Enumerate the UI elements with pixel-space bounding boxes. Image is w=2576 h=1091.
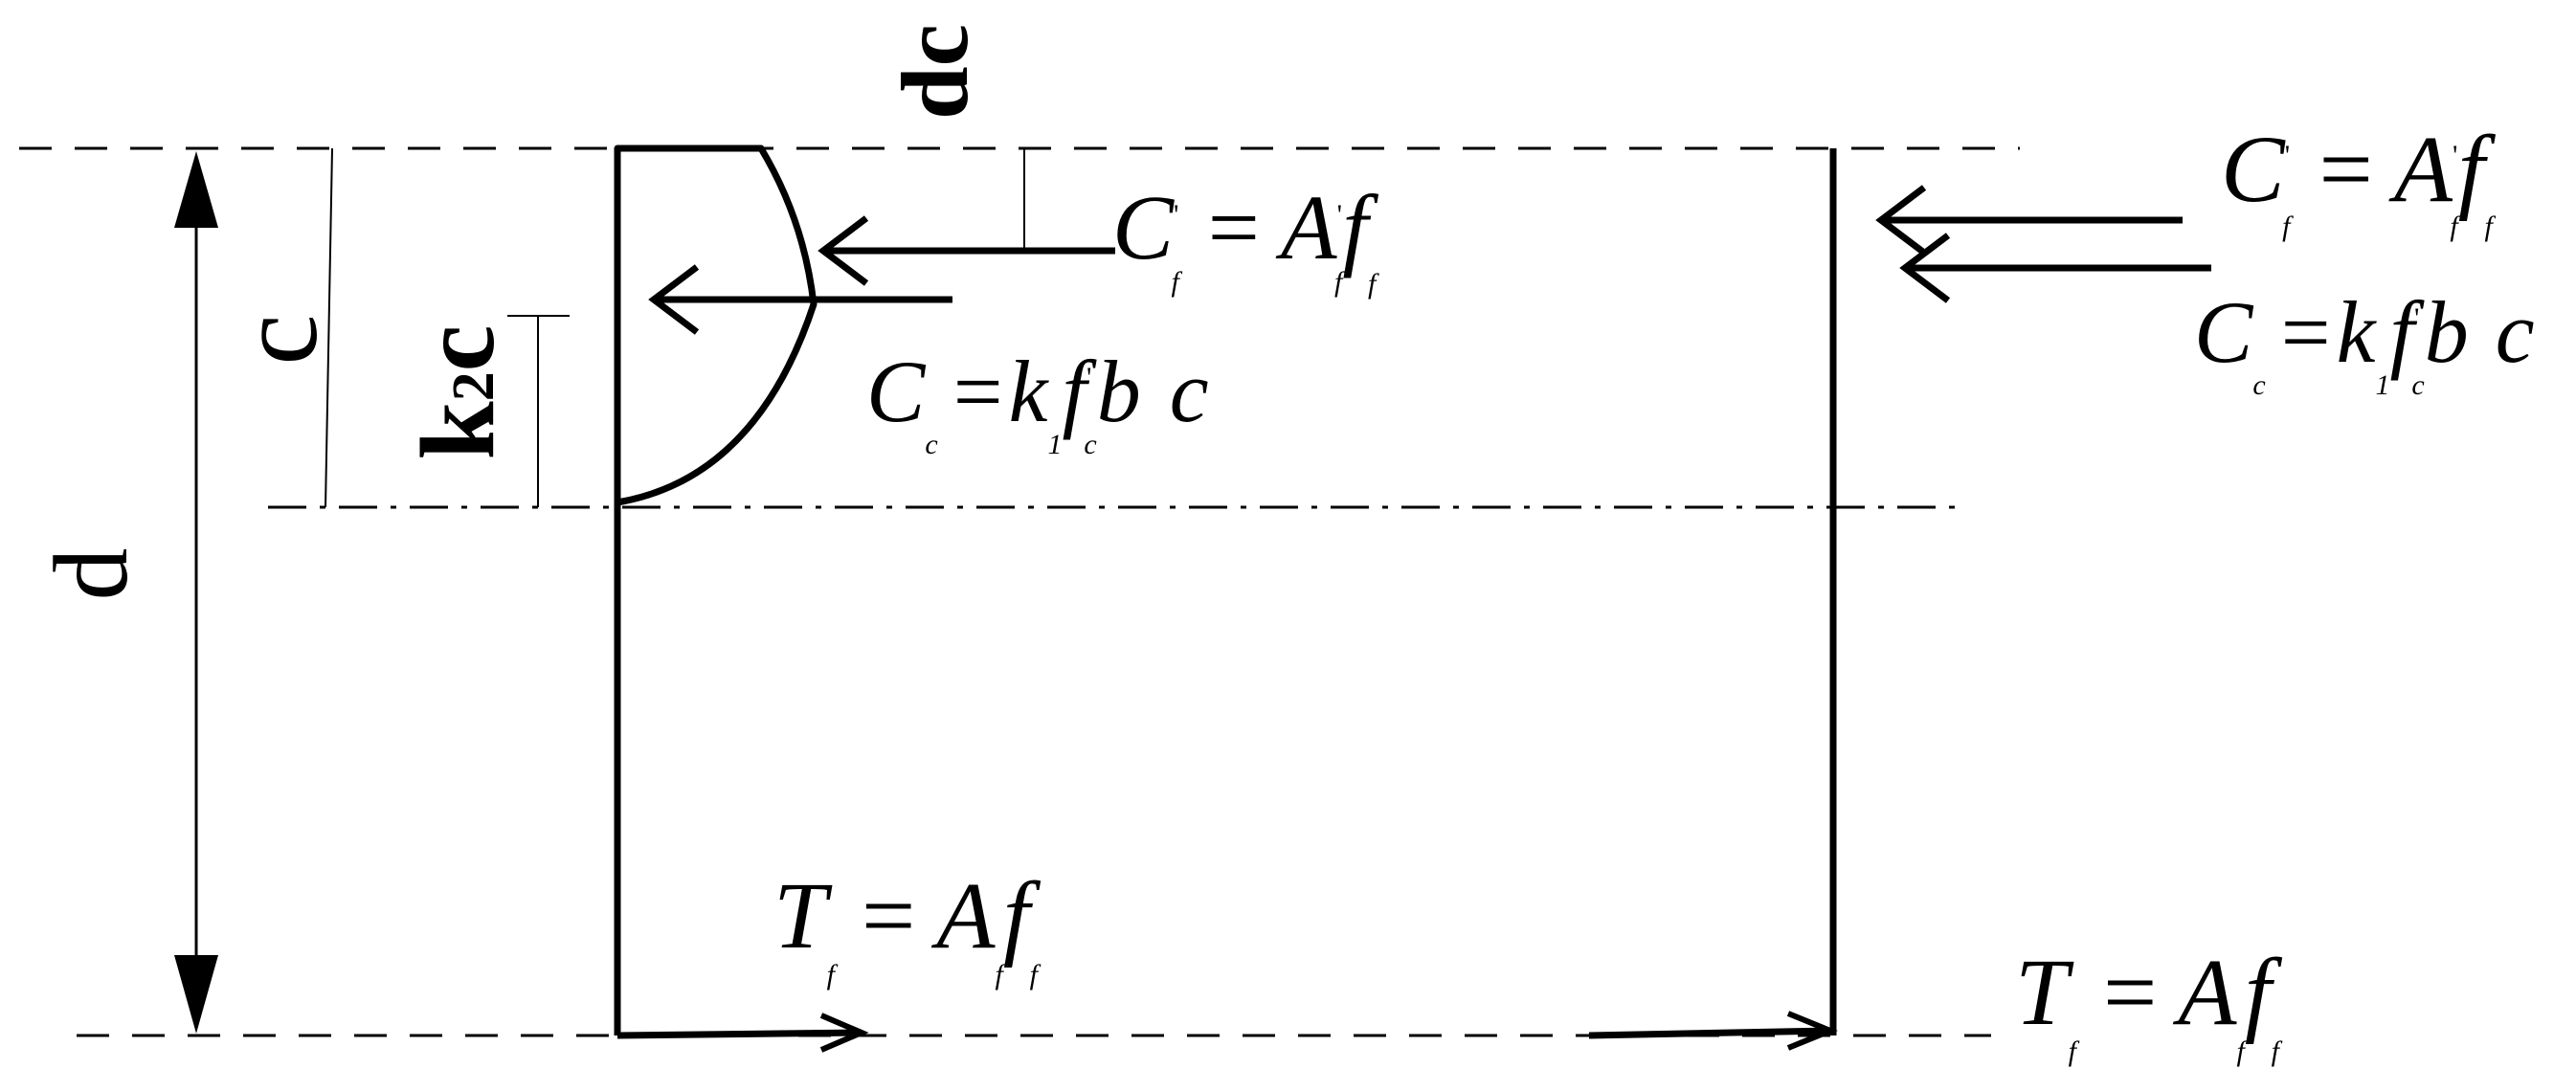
d-arrow-up-icon <box>174 151 218 228</box>
k2c-label: k2c <box>399 324 516 459</box>
tf-left-arrowhead-icon <box>819 1013 869 1053</box>
cc-left-arrowhead-icon <box>648 264 700 335</box>
cf-left-arrowhead-icon <box>818 215 869 286</box>
c-dimension-line <box>325 147 333 508</box>
dc-label: dc <box>882 24 988 120</box>
c-label: c <box>213 314 341 365</box>
cc-right-arrowhead-icon <box>1899 233 1951 303</box>
tf-right-arrowhead-icon <box>1786 1011 1838 1051</box>
cf-right-arrowhead-icon <box>1875 185 1927 256</box>
stress-block-outline <box>614 145 818 1035</box>
d-arrow-down-icon <box>174 955 218 1034</box>
tf-left-arrow <box>616 1029 862 1039</box>
tf-left-equation: Tf=Afff <box>773 862 1042 991</box>
k2c-subscript: 2 <box>441 371 506 401</box>
tf-right-equation: Tf=Afff <box>2015 939 2283 1067</box>
d-label: d <box>33 548 149 601</box>
cf-left-equation: C'f=A'fff <box>1112 176 1379 300</box>
k2c-c: c <box>399 324 516 371</box>
tf-right-arrow <box>1588 1027 1831 1039</box>
cf-right-equation: C'f=A'fff <box>2221 116 2497 242</box>
k2c-k: k <box>399 401 516 460</box>
